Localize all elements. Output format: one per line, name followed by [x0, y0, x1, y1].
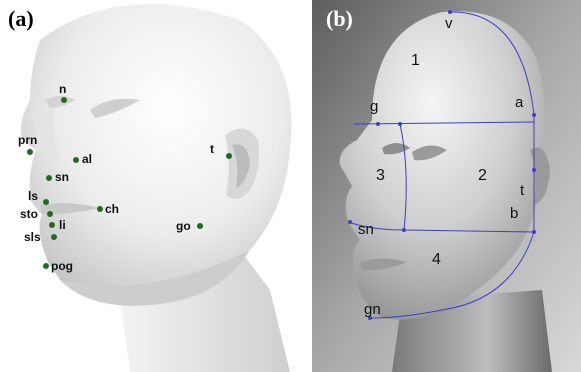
- landmark-sls-point: [51, 234, 57, 240]
- panel-b: (b) v g a t b sn gn 1 2 3 4: [312, 0, 581, 372]
- landmark-sls-label: sls: [24, 231, 41, 243]
- landmark-ch-label: ch: [105, 203, 119, 215]
- landmark-li-point: [49, 222, 55, 228]
- landmark-pog-point: [43, 263, 49, 269]
- landmark-go-label: go: [176, 220, 191, 232]
- landmark-al-label: al: [82, 153, 92, 165]
- point-label-a: a: [515, 95, 523, 110]
- region-2-label: 2: [478, 168, 487, 184]
- landmark-n-label: n: [59, 83, 66, 95]
- landmark-ls-point: [43, 199, 49, 205]
- landmark-pog-label: pog: [51, 260, 73, 272]
- point-label-v: v: [445, 16, 453, 31]
- point-label-gn: gn: [364, 302, 381, 317]
- region-3-label: 3: [376, 168, 385, 184]
- point-label-t: t: [520, 183, 524, 198]
- point-label-sn: sn: [358, 222, 374, 237]
- region-4-label: 4: [432, 252, 441, 268]
- landmark-al-point: [73, 157, 79, 163]
- landmark-ls-label: ls: [28, 190, 38, 202]
- landmark-li-label: li: [59, 219, 66, 231]
- landmark-t-label: t: [210, 143, 214, 155]
- point-label-g: g: [370, 99, 378, 114]
- landmark-prn-point: [27, 149, 33, 155]
- landmark-prn-label: prn: [18, 134, 37, 146]
- region-1-label: 1: [411, 53, 420, 69]
- point-label-b: b: [510, 206, 518, 221]
- panel-a-tag: (a): [8, 6, 34, 32]
- panel-a: (a) n prn al sn ls sto li sls ch pog t g…: [0, 0, 300, 372]
- landmark-sto-label: sto: [20, 208, 38, 220]
- face-render-a: [0, 0, 300, 372]
- landmark-sn-point: [46, 175, 52, 181]
- panel-b-tag: (b): [326, 6, 353, 32]
- landmark-t-point: [226, 153, 232, 159]
- landmark-ch-point: [97, 206, 103, 212]
- landmark-sn-label: sn: [55, 171, 69, 183]
- landmark-go-point: [197, 223, 203, 229]
- landmark-n-point: [61, 97, 67, 103]
- face-render-b: [312, 0, 581, 372]
- landmark-sto-point: [47, 211, 53, 217]
